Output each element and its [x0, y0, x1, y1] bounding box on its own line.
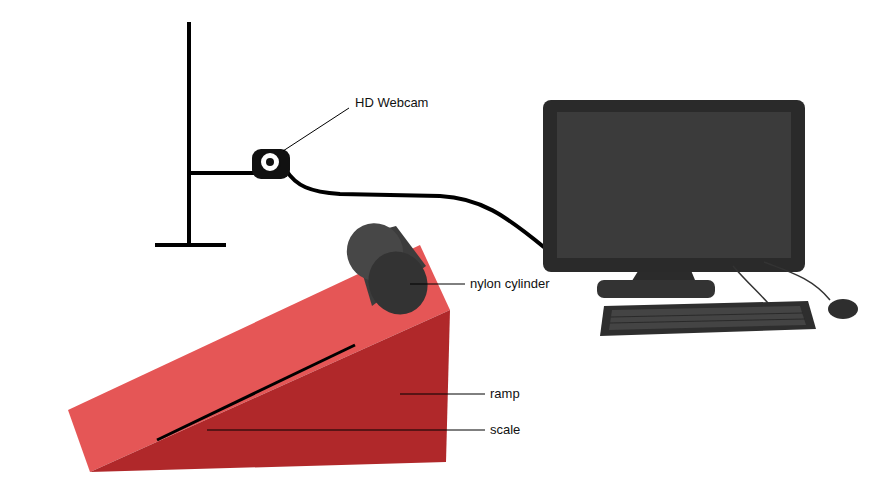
- part-label: scale: [490, 422, 520, 438]
- leader-line: [400, 394, 485, 395]
- scale-line: [157, 345, 355, 440]
- part-label: ramp: [490, 386, 520, 402]
- keyboard-keys: [609, 306, 806, 330]
- webcam-symbol: [252, 149, 290, 179]
- webcam-lens: [266, 158, 274, 166]
- part-label: nylon cylinder: [470, 276, 550, 292]
- webcam-body: [252, 149, 290, 179]
- stand-pole: [187, 22, 191, 246]
- monitor-base: [597, 280, 715, 298]
- nylon-cylinder-shape: [337, 214, 437, 324]
- camera-stand: [155, 22, 256, 246]
- leader-line: [283, 108, 349, 151]
- keyboard-rows: [610, 313, 805, 323]
- monitor-symbol: [543, 100, 805, 298]
- keyboard-body: [600, 301, 816, 336]
- cylinder-front: [358, 242, 438, 325]
- keyboard-cable: [733, 266, 768, 303]
- leader-line: [410, 284, 465, 285]
- leader-line: [207, 430, 485, 431]
- monitor-body: [543, 100, 805, 272]
- stand-base: [155, 243, 226, 247]
- stand-arm: [189, 171, 256, 175]
- mouse-cable: [764, 262, 830, 300]
- ramp-side-face: [90, 310, 450, 472]
- webcam-ring: [260, 152, 280, 172]
- monitor-screen: [557, 112, 791, 258]
- part-label: HD Webcam: [355, 95, 428, 111]
- mouse-symbol: [828, 299, 858, 319]
- keyboard-symbol: [600, 301, 816, 336]
- webcam-cable: [286, 170, 545, 248]
